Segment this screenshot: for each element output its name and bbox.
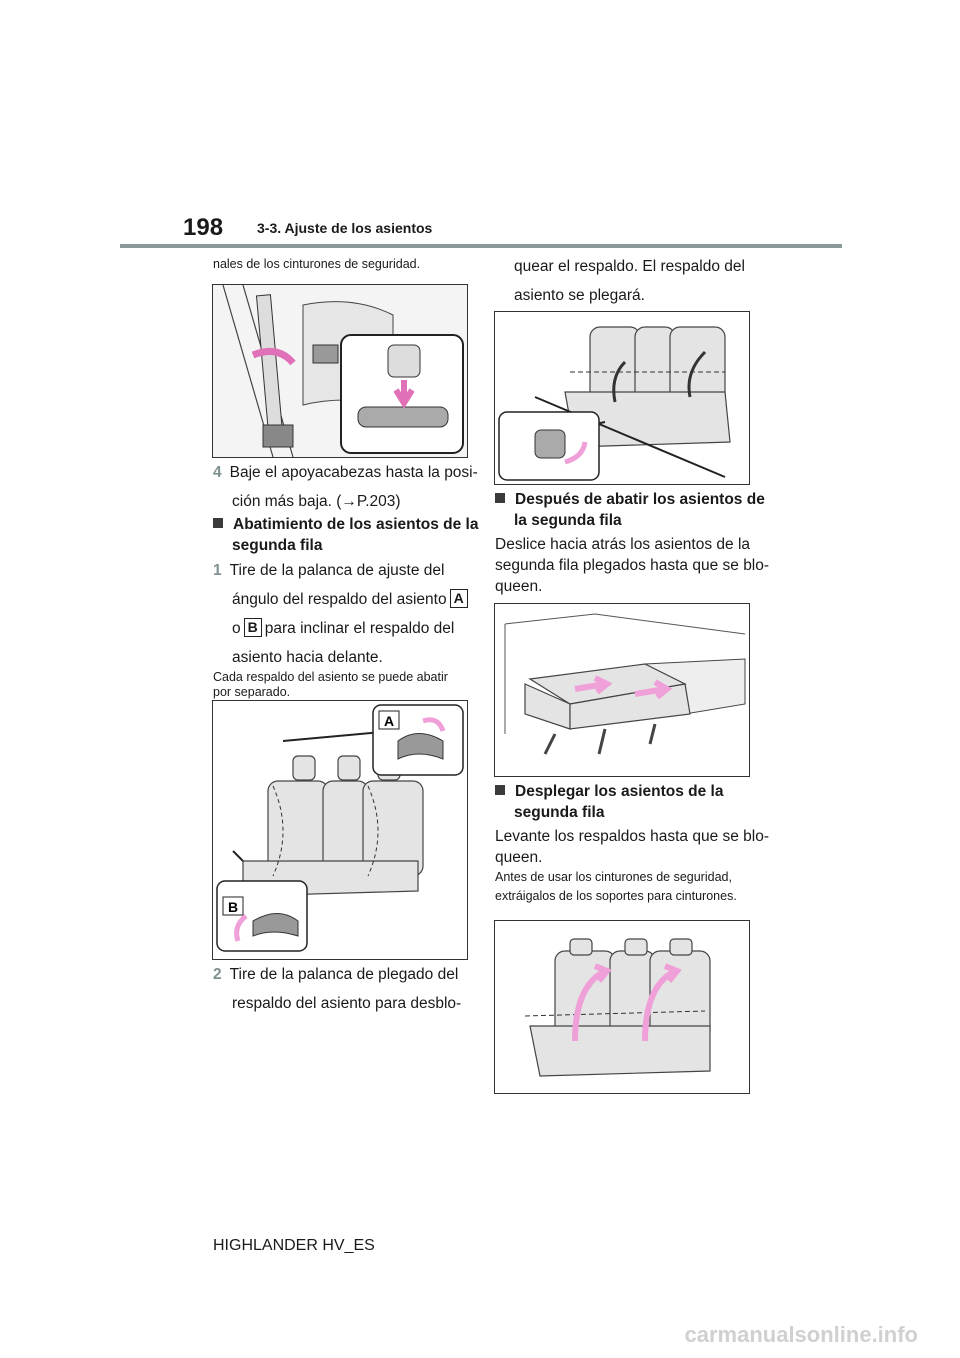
heading-after-1: Después de abatir los asientos de (515, 491, 765, 508)
watermark: carmanualsonline.info (684, 1322, 919, 1347)
header-rule (120, 244, 842, 248)
note-1-line-2: por separado. (213, 685, 291, 699)
step-1-text-2: ángulo del respaldo del asiento (232, 591, 447, 608)
step-2-text-2: respaldo del asiento para desblo- (232, 995, 462, 1012)
figure-seatbelt-holder (212, 284, 468, 458)
figure-seat-fold-release (494, 311, 750, 485)
note-3-line-2: extráigalos de los soportes para cinturo… (495, 889, 737, 903)
step-2-text-4: asiento se plegará. (514, 287, 645, 304)
step-1-text-3-post: para inclinar el respaldo del (264, 620, 455, 637)
step-4-text-1: Baje el apoyacabezas hasta la posi- (229, 464, 478, 481)
para-3-line-2: queen. (495, 849, 543, 866)
para-3-line-1: Levante los respaldos hasta que se blo- (495, 828, 770, 845)
fig2-label-a: A (384, 713, 394, 729)
note-3-line-1: Antes de usar los cinturones de segurida… (495, 870, 732, 884)
seat-raise-illustration (524, 938, 711, 1077)
step-2-text-1: Tire de la palanca de plegado del (229, 966, 459, 983)
step-1-text-1: Tire de la palanca de ajuste del (229, 562, 445, 579)
heading-unfold-1: Desplegar los asientos de la (515, 783, 724, 800)
seat-fold-release-illustration (498, 326, 731, 481)
seat-levers-illustration: A B (216, 704, 464, 952)
heading-bullet-icon (213, 518, 223, 528)
seat-slide-illustration (504, 613, 746, 755)
step-1-number: 1 (213, 562, 222, 579)
step-1-text-3-pre: o (232, 620, 241, 637)
heading-after-2: la segunda fila (514, 512, 622, 529)
step-2-number: 2 (213, 966, 222, 983)
footer-model: HIGHLANDER HV_ES (213, 1237, 375, 1254)
seatbelt-holder-illustration (213, 285, 467, 457)
heading-unfold-2: segunda fila (514, 804, 605, 821)
step-1-text-4: asiento hacia delante. (232, 649, 383, 666)
section-title: 3-3. Ajuste de los asientos (257, 220, 433, 236)
step-4-text-2: ción más baja. (→P.203) (232, 493, 401, 510)
intro-continuation: nales de los cinturones de seguridad. (213, 257, 421, 271)
step-4-number: 4 (213, 464, 222, 481)
heading-bullet-icon (495, 785, 505, 795)
figure-seat-levers: A B (212, 700, 468, 960)
para-2-line-1: Deslice hacia atrás los asientos de la (495, 536, 751, 553)
figure-seat-raise (494, 920, 750, 1094)
heading-fold-2: segunda fila (232, 537, 323, 554)
label-b: B (243, 618, 262, 637)
para-2-line-2: segunda fila plegados hasta que se blo- (495, 557, 770, 574)
heading-bullet-icon (495, 493, 505, 503)
fig2-label-b: B (228, 899, 238, 915)
page-number: 198 (183, 214, 224, 241)
figure-seat-slide (494, 603, 750, 777)
heading-fold-1: Abatimiento de los asientos de la (233, 516, 479, 533)
label-a: A (449, 589, 468, 608)
step-2-text-3: quear el respaldo. El respaldo del (514, 258, 745, 275)
para-2-line-3: queen. (495, 578, 543, 595)
note-1-line-1: Cada respaldo del asiento se puede abati… (213, 670, 448, 684)
